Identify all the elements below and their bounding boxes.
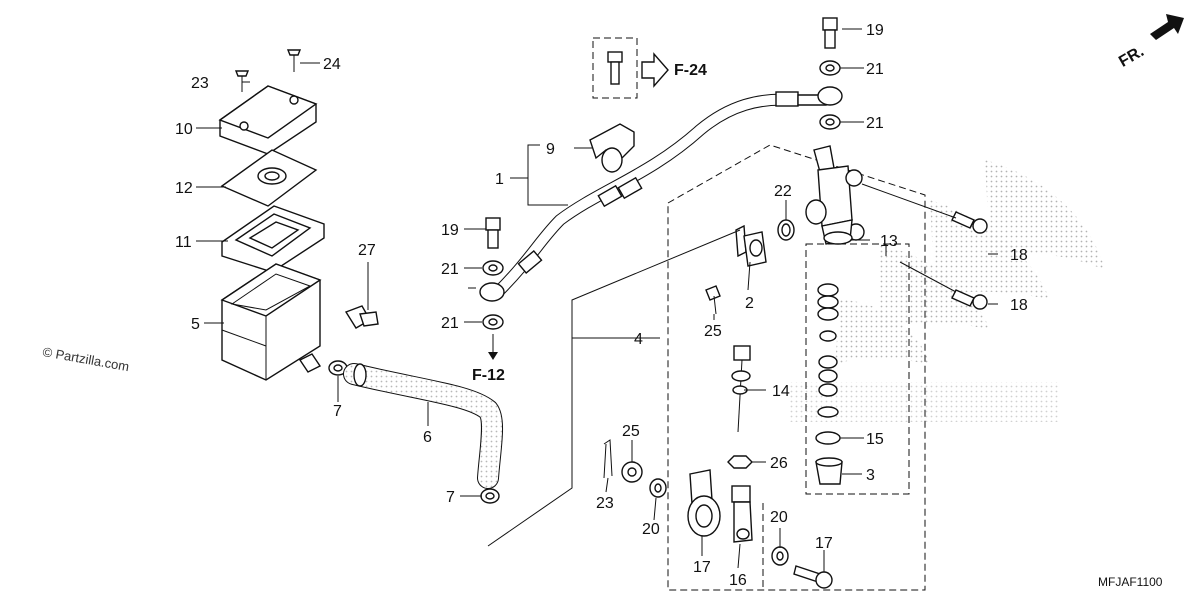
callout-17: 17 (815, 535, 833, 552)
banjo-bolt-19-right (822, 17, 838, 49)
callout-23-right: 24 (323, 56, 341, 73)
joint-2 (735, 224, 767, 267)
sealing-washer-21-c (819, 60, 841, 76)
callout-20-right: 20 (770, 509, 788, 526)
callout-1: 1 (495, 171, 504, 188)
f12-arrow (488, 334, 498, 360)
callout-21-a: 21 (441, 261, 459, 278)
callout-8: 13 (880, 233, 898, 250)
piston-stack-8 (817, 283, 839, 418)
boot-3 (815, 457, 843, 485)
bolt-27 (344, 305, 379, 329)
joint-16 (687, 469, 721, 537)
callout-16: 17 (693, 559, 711, 576)
screw-23-right (286, 49, 302, 72)
screw-23-left (234, 70, 250, 92)
f24-bolt-box (592, 37, 638, 99)
banjo-bolt-19-left (485, 217, 501, 249)
callout-24: 25 (704, 323, 722, 340)
callout-19-right: 19 (866, 22, 884, 39)
circlip-14 (815, 431, 841, 445)
callout-25-right: 26 (770, 455, 788, 472)
f24-bolt (607, 51, 623, 85)
diaphragm-12 (221, 205, 325, 273)
diaphragm-plate-13 (220, 149, 318, 207)
callout-22: 22 (774, 183, 792, 200)
callout-21-b: 21 (441, 315, 459, 332)
hose-clip-7-upper (328, 360, 348, 376)
diagram-code: MFJAF1100 (1098, 575, 1163, 589)
callout-23-left: 23 (191, 75, 209, 92)
callout-4: 4 (634, 331, 643, 348)
callout-12: 11 (175, 234, 192, 251)
cotter-pin-26 (603, 439, 613, 479)
reservoir-body-5 (220, 263, 322, 381)
callout-27: 27 (358, 242, 376, 259)
callout-5: 5 (191, 316, 200, 333)
bolt-17 (793, 565, 833, 589)
callout-14: 15 (866, 431, 884, 448)
callout-20-left: 20 (642, 521, 660, 538)
washer-20-right (771, 546, 789, 566)
master-cylinder-body-8 (805, 145, 865, 245)
reference-f12: F-12 (472, 367, 505, 384)
callout-13: 12 (175, 180, 193, 197)
joint-15 (731, 485, 753, 543)
hose-clip-7-lower (480, 488, 500, 504)
callout-3: 3 (866, 467, 875, 484)
f24-arrow (641, 52, 669, 88)
callout-15: 16 (729, 572, 747, 589)
callout-7-lower: 7 (446, 489, 455, 506)
brake-hose-1 (493, 91, 827, 297)
sealing-washer-21-d (819, 114, 841, 130)
nut-25-lower (727, 455, 753, 469)
o-ring-22 (777, 219, 795, 241)
callout-10: 9 (546, 141, 555, 158)
hose-clamp-10 (589, 123, 635, 173)
leader-lines (196, 28, 998, 572)
reference-f24: F-24 (674, 62, 707, 79)
front-direction-label: FR. (1116, 43, 1147, 71)
screw-24 (705, 285, 721, 315)
assembly-outline-4 (667, 144, 926, 591)
callout-18-upper: 18 (1010, 247, 1028, 264)
copyright-watermark: © Partzilla.com (41, 344, 130, 374)
callout-6: 6 (423, 429, 432, 446)
reservoir-hose-6 (343, 363, 503, 489)
banjo-fitting-left (468, 282, 505, 302)
callout-11: 10 (175, 121, 193, 138)
reservoir-cover-11 (218, 85, 318, 155)
banjo-fitting-right (817, 86, 843, 106)
mounting-bolt-18-lower (951, 289, 988, 310)
callout-19-left: 19 (441, 222, 459, 239)
callout-2: 2 (745, 295, 754, 312)
washer-20-left (649, 478, 667, 498)
sealing-washer-21-b (482, 314, 504, 330)
callout-21-d: 21 (866, 115, 884, 132)
push-rod-9 (731, 345, 751, 433)
sealing-washer-21-a (482, 260, 504, 276)
fr-direction-arrow (1150, 14, 1184, 40)
callout-7-upper: 7 (333, 403, 342, 420)
callout-25-left: 25 (622, 423, 640, 440)
callout-26: 23 (596, 495, 614, 512)
callout-21-c: 21 (866, 61, 884, 78)
callout-18-lower: 18 (1010, 297, 1028, 314)
nut-25-upper (621, 461, 643, 483)
callout-9: 14 (772, 383, 790, 400)
